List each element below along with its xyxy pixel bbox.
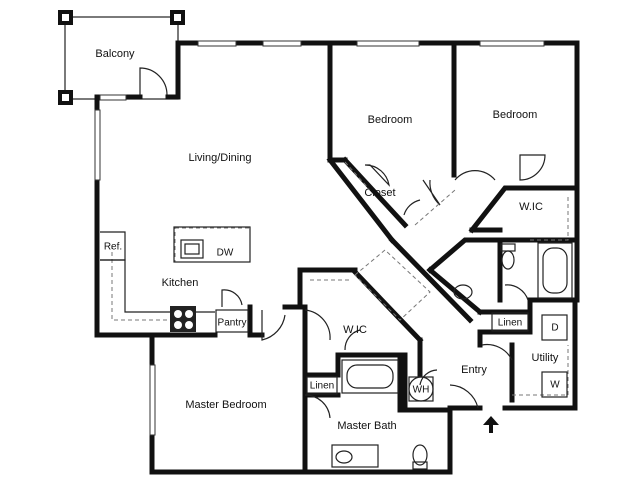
door-swing	[364, 164, 390, 187]
stove-icon	[170, 306, 196, 332]
label-wic-master: W.IC	[343, 324, 367, 336]
label-living-dining: Living/Dining	[189, 152, 252, 164]
bathtub-icon	[537, 242, 573, 299]
door-swing	[504, 284, 529, 301]
dryer-icon	[541, 314, 568, 341]
door-swing	[454, 170, 496, 181]
label-closet: Closet	[364, 187, 395, 199]
door-swing	[481, 343, 513, 361]
toilet-icon	[412, 444, 428, 466]
toilet-icon	[501, 250, 515, 270]
door-swing	[449, 384, 479, 409]
label-pantry: Pantry	[218, 318, 247, 329]
label-ref: Ref.	[104, 242, 122, 253]
linen-closet-hall	[491, 312, 529, 332]
pantry-box	[215, 309, 249, 333]
exterior-walls	[94, 40, 580, 475]
label-linen-hall: Linen	[498, 318, 522, 329]
label-water-heater: WH	[413, 385, 430, 396]
label-washer: W	[550, 380, 560, 391]
door-swings	[221, 154, 546, 419]
door-swing	[403, 199, 421, 216]
room-labels: Balcony Living/Dining Bedroom Bedroom Cl…	[95, 48, 560, 432]
kitchen-sink-icon	[180, 239, 204, 259]
window	[262, 40, 302, 47]
washer-icon	[541, 371, 568, 398]
door-swing	[422, 179, 441, 206]
label-master-bath: Master Bath	[337, 420, 396, 432]
fixtures	[100, 226, 573, 470]
label-utility: Utility	[532, 352, 559, 364]
door-swing	[419, 369, 438, 386]
window	[99, 94, 127, 101]
window	[197, 40, 237, 47]
kitchen-island	[173, 226, 251, 263]
bath-sink-icon	[453, 284, 473, 300]
window	[149, 364, 156, 436]
label-wic-bedroom: W.IC	[519, 201, 543, 213]
label-linen-master: Linen	[310, 381, 334, 392]
dashed-lines	[111, 161, 569, 396]
door-swing	[519, 154, 546, 181]
window	[356, 40, 420, 47]
windows	[94, 40, 545, 436]
label-balcony: Balcony	[95, 48, 135, 60]
bath-sink-icon	[331, 444, 379, 468]
label-bedroom-2: Bedroom	[493, 109, 538, 121]
linen-closet-master	[306, 376, 338, 395]
door-swing	[221, 289, 243, 307]
door-swing	[261, 310, 286, 341]
label-master-bedroom: Master Bedroom	[185, 399, 266, 411]
balcony-door-swing	[139, 67, 168, 96]
bathtub-icon	[341, 359, 399, 394]
window	[479, 40, 545, 47]
door-swing	[304, 309, 331, 341]
entry-arrow-icon	[483, 416, 499, 433]
label-kitchen: Kitchen	[162, 277, 199, 289]
label-entry: Entry	[461, 364, 487, 376]
window	[94, 109, 101, 181]
interior-walls	[149, 42, 580, 473]
label-dw: DW	[217, 248, 234, 259]
door-swing	[304, 394, 331, 419]
label-dryer: D	[551, 323, 558, 334]
door-swing	[344, 329, 361, 351]
label-bedroom-1: Bedroom	[368, 114, 413, 126]
